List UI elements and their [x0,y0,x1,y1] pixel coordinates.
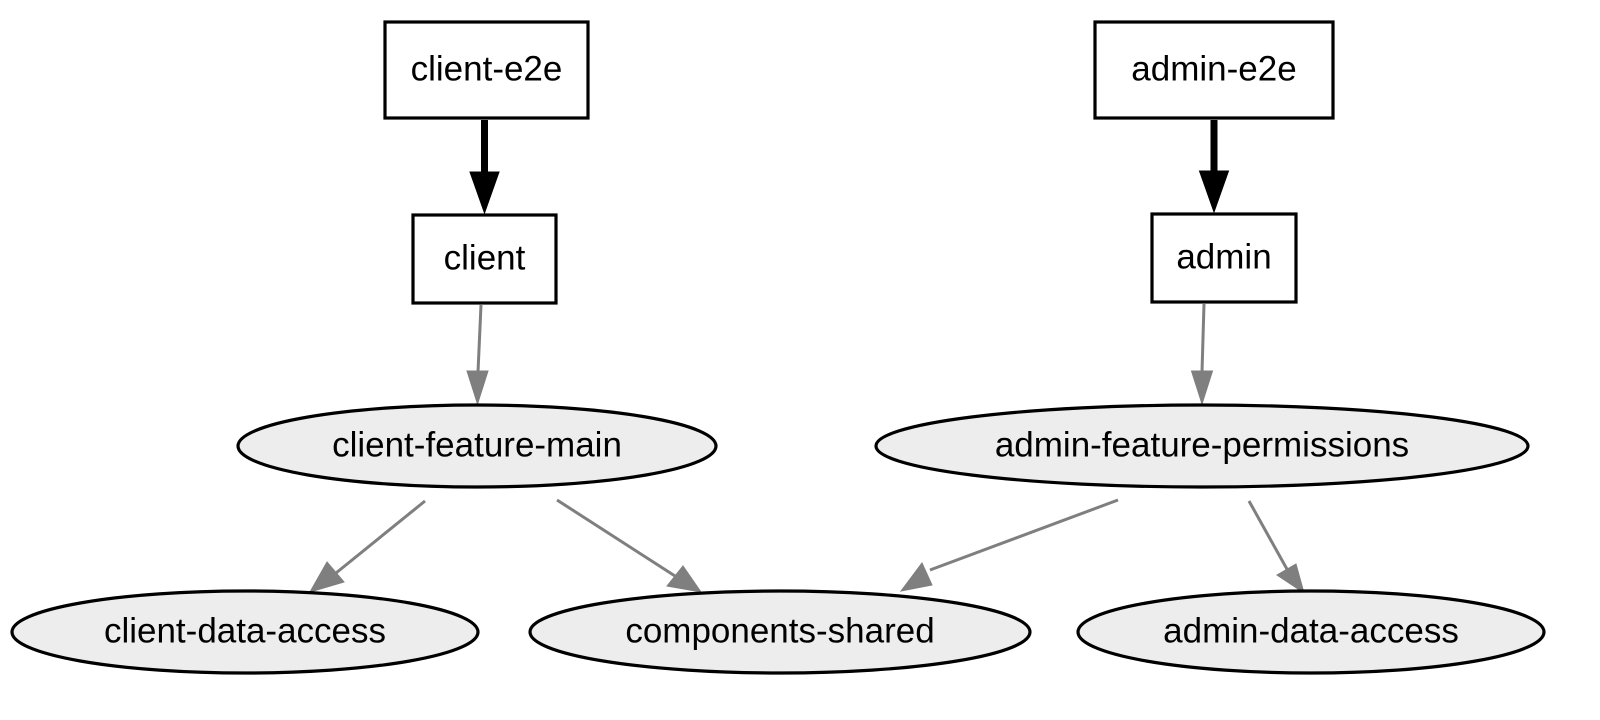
node-label: admin [1176,237,1271,276]
node-label: client-e2e [411,49,563,88]
arrowhead-icon [899,562,933,592]
node-shape [874,403,1530,489]
edge-client-to-client-feature-main [466,304,489,406]
edge-line [1200,303,1206,373]
edge-admin-feature-permissions-to-components-shared [899,498,1119,592]
node-client-e2e[interactable]: client-e2e [383,20,590,120]
arrowhead-icon [666,565,703,593]
node-label: components-shared [625,611,934,650]
edge-admin-feature-permissions-to-admin-data-access [1247,500,1305,595]
edge-line [1247,500,1290,572]
arrowhead-icon [1276,563,1305,595]
edge-client-feature-main-to-components-shared [556,498,703,593]
node-client[interactable]: client [411,213,558,305]
node-shape [10,589,480,675]
node-shape [1150,212,1298,304]
edge-client-feature-main-to-client-data-access [308,499,426,593]
node-admin-feature-permissions[interactable]: admin-feature-permissions [874,403,1530,489]
node-label: admin-feature-permissions [995,425,1409,464]
node-client-feature-main[interactable]: client-feature-main [236,403,718,489]
node-label: admin-data-access [1163,611,1459,650]
node-shape [411,213,558,305]
arrowhead-icon [1190,370,1214,406]
arrowhead-icon [469,171,500,215]
edge-admin-to-admin-feature-permissions [1190,303,1214,406]
edge-line [476,304,483,373]
node-shape [236,403,718,489]
node-shape [383,20,590,120]
node-admin[interactable]: admin [1150,212,1298,304]
arrowhead-icon [308,561,345,593]
node-label: client-data-access [104,611,386,650]
node-admin-data-access[interactable]: admin-data-access [1076,589,1546,675]
edge-line [556,498,676,578]
edge-line [335,499,426,575]
arrowhead-icon [466,370,489,406]
edge-admin-e2e-to-admin [1198,120,1230,214]
arrowhead-icon [1198,170,1230,214]
node-components-shared[interactable]: components-shared [528,589,1032,675]
node-label: admin-e2e [1131,49,1296,88]
node-shape [1093,20,1335,120]
edge-line [929,498,1119,572]
node-shape [528,589,1032,675]
node-label: client-feature-main [332,425,622,464]
node-label: client [444,238,526,277]
node-shape [1076,589,1546,675]
edge-client-e2e-to-client [469,120,500,215]
node-admin-e2e[interactable]: admin-e2e [1093,20,1335,120]
node-client-data-access[interactable]: client-data-access [10,589,480,675]
